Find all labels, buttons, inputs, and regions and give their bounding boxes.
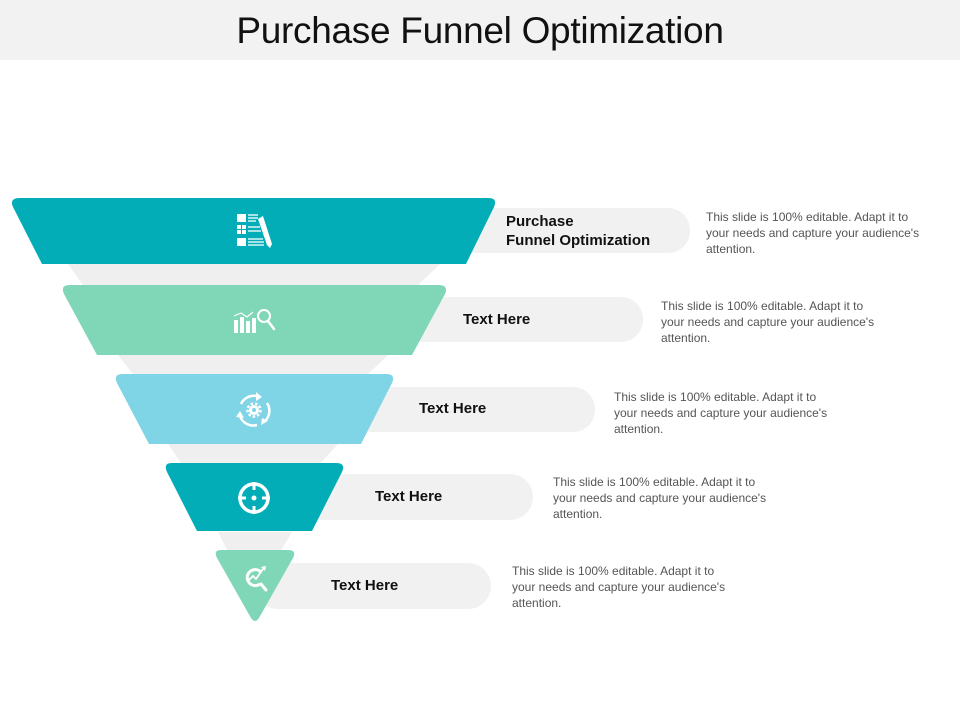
stage-2-label: Text Here <box>463 311 531 328</box>
connector-3 <box>168 444 338 466</box>
connector-2 <box>118 355 388 377</box>
connector-4 <box>218 532 292 552</box>
stage-1-label-line1: Purchase <box>506 213 574 230</box>
stage-1-label: Purchase Funnel Optimization <box>506 212 650 250</box>
bar-chart-magnifier-icon <box>233 309 276 333</box>
pill-2 <box>400 297 643 342</box>
stage-1-description: This slide is 100% editable. Adapt it to… <box>706 210 920 256</box>
gear-cycle-icon <box>236 392 271 427</box>
stage-5-label: Text Here <box>331 577 399 594</box>
stage-5-description: This slide is 100% editable. Adapt it to… <box>512 564 726 610</box>
target-crosshair-icon <box>238 482 270 514</box>
connector-1 <box>68 264 440 288</box>
stage-4-label: Text Here <box>375 488 443 505</box>
stage-1-label-line2: Funnel Optimization <box>506 232 651 249</box>
growth-search-icon <box>245 566 268 592</box>
checklist-pencil-icon <box>237 214 272 248</box>
stage-2-description: This slide is 100% editable. Adapt it to… <box>661 299 875 345</box>
stage-4-description: This slide is 100% editable. Adapt it to… <box>553 475 767 521</box>
stage-3-description: This slide is 100% editable. Adapt it to… <box>614 390 828 436</box>
stage-3-label: Text Here <box>419 400 487 417</box>
pill-4 <box>300 474 533 520</box>
pill-1 <box>450 208 690 253</box>
page-title: Purchase Funnel Optimization <box>236 10 724 51</box>
pill-3 <box>350 387 595 432</box>
pill-5 <box>255 563 491 609</box>
title-bar: Purchase Funnel Optimization <box>0 0 960 60</box>
